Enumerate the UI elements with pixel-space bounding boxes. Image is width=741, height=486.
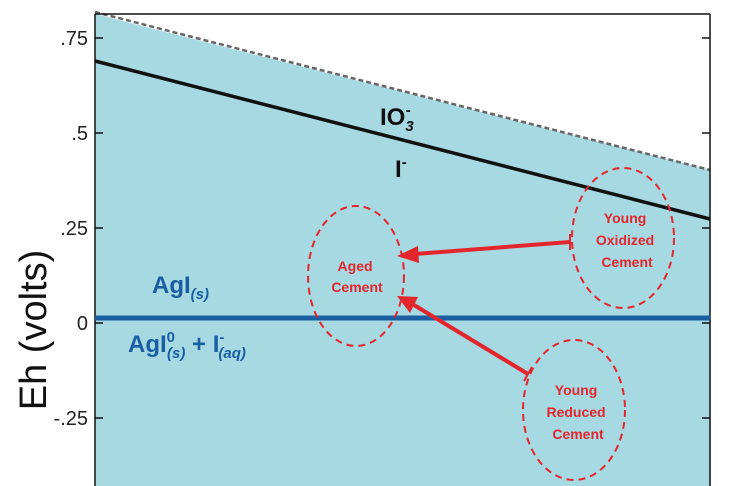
io3-label: IO3-: [380, 102, 414, 135]
aged-cement-ellipse: [307, 205, 405, 347]
y-tick-label-05: .5: [71, 123, 88, 145]
iodide-label: I-: [395, 154, 407, 183]
y-ticks-left: [95, 37, 103, 419]
young-reduced-cement-ellipse: [522, 339, 626, 481]
y-axis-title: Eh (volts): [13, 250, 55, 410]
y-tick-label-075: .75: [60, 28, 88, 50]
y-tick-label-neg025: -.25: [54, 408, 88, 430]
reduced-to-aged-arrow: [397, 296, 533, 382]
young-oxidized-cement-label: Young Oxidized Cement: [596, 210, 658, 270]
oxidized-to-aged-arrow: [397, 234, 571, 263]
agi-reduced-label: AgI0(s) + I-(aq): [128, 329, 246, 362]
io3-iodide-boundary: [94, 59, 711, 221]
y-tick-label-025: .25: [60, 218, 88, 240]
y-ticks-right: [702, 37, 710, 419]
young-reduced-cement-label: Young Reduced Cement: [546, 382, 609, 442]
aged-cement-label: Aged Cement: [331, 258, 383, 295]
agi-solid-label: AgI(s): [152, 272, 209, 303]
upper-stability-boundary: [94, 10, 711, 172]
y-tick-label-0: 0: [77, 313, 88, 335]
young-oxidized-cement-ellipse: [571, 167, 675, 309]
